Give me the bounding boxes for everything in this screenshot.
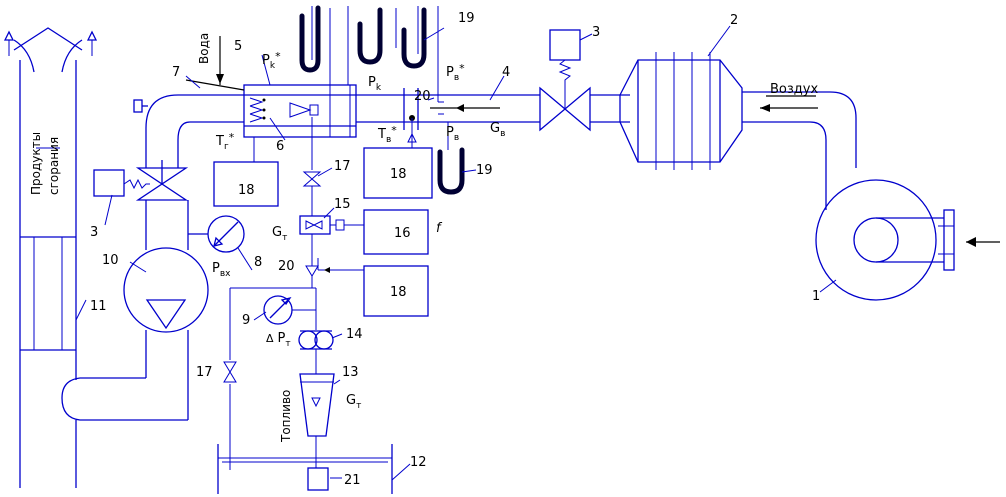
leader-lines <box>75 25 837 481</box>
svg-text:17: 17 <box>196 365 213 380</box>
svg-text:Tг*: Tг* <box>215 131 235 152</box>
svg-text:12: 12 <box>410 455 427 470</box>
u-manometers-top <box>299 5 439 85</box>
box-16 <box>363 209 429 255</box>
svg-text:7: 7 <box>172 65 180 80</box>
callout-numbers: 1 2 3 3 4 5 6 7 8 9 10 11 12 13 14 15 16… <box>90 11 820 488</box>
svg-text:10: 10 <box>102 253 119 268</box>
svg-text:20: 20 <box>414 89 431 104</box>
ejector-10 <box>123 247 209 333</box>
fuel-tank-12 <box>217 444 393 494</box>
svg-text:Pk*: Pk* <box>262 50 281 71</box>
svg-text:8: 8 <box>254 255 262 270</box>
svg-text:3: 3 <box>592 25 600 40</box>
svg-text:Pk: Pk <box>368 75 382 93</box>
u-manometer-19b <box>437 147 465 195</box>
svg-text:Pвх: Pвх <box>212 261 231 279</box>
svg-text:4: 4 <box>502 65 510 80</box>
svg-text:ΔPт: ΔPт <box>266 331 291 349</box>
rotameter-13 <box>299 373 335 468</box>
fuel-line <box>223 171 364 470</box>
element-14 <box>298 330 334 374</box>
svg-text:17: 17 <box>334 159 351 174</box>
exhaust-duct <box>61 200 189 421</box>
svg-text:15: 15 <box>334 197 351 212</box>
gas-pipe <box>133 94 244 168</box>
air-heater-2 <box>610 52 743 170</box>
svg-text:14: 14 <box>346 327 363 342</box>
svg-text:Pв: Pв <box>446 125 459 143</box>
svg-text:19: 19 <box>458 11 475 26</box>
svg-text:9: 9 <box>242 313 250 328</box>
svg-text:1: 1 <box>812 289 820 304</box>
svg-text:3: 3 <box>90 225 98 240</box>
svg-text:Gт: Gт <box>272 225 287 243</box>
air-pipe <box>356 40 540 150</box>
exhaust-stack <box>3 27 98 488</box>
box-18-a <box>213 161 279 207</box>
svg-text:21: 21 <box>344 473 361 488</box>
svg-text:Tв*: Tв* <box>377 124 397 145</box>
svg-text:Pв*: Pв* <box>446 62 465 83</box>
gauge-9 <box>263 295 316 325</box>
fan-duct <box>742 91 857 210</box>
toplivo-label: Топливо <box>279 390 293 443</box>
produkty-label: Продукты <box>29 132 43 195</box>
voda-label: Вода <box>197 33 211 64</box>
svg-text:16: 16 <box>394 226 411 241</box>
svg-text:Gв: Gв <box>490 121 505 139</box>
svg-text:11: 11 <box>90 299 107 314</box>
water-inlet <box>185 36 245 91</box>
gauge-8 <box>188 215 245 253</box>
svg-text:13: 13 <box>342 365 359 380</box>
svg-text:18: 18 <box>390 285 407 300</box>
valve-right <box>539 29 630 132</box>
svg-text:20: 20 <box>278 259 295 274</box>
vozdukh-label: Воздух <box>770 82 818 97</box>
combustion-chamber-5 <box>243 84 357 170</box>
box-18-c <box>363 265 429 317</box>
svg-text:18: 18 <box>390 167 407 182</box>
svg-text:Gт: Gт <box>346 393 361 411</box>
svg-text:18: 18 <box>238 183 255 198</box>
svg-text:6: 6 <box>276 139 284 154</box>
sgoraniya-label: сгорания <box>47 137 61 195</box>
box-18-b <box>363 147 433 199</box>
svg-text:2: 2 <box>730 13 738 28</box>
svg-text:f: f <box>436 221 443 236</box>
valve-left <box>93 160 189 201</box>
svg-text:19: 19 <box>476 163 493 178</box>
fan-1 <box>815 179 1000 301</box>
svg-text:5: 5 <box>234 39 242 54</box>
